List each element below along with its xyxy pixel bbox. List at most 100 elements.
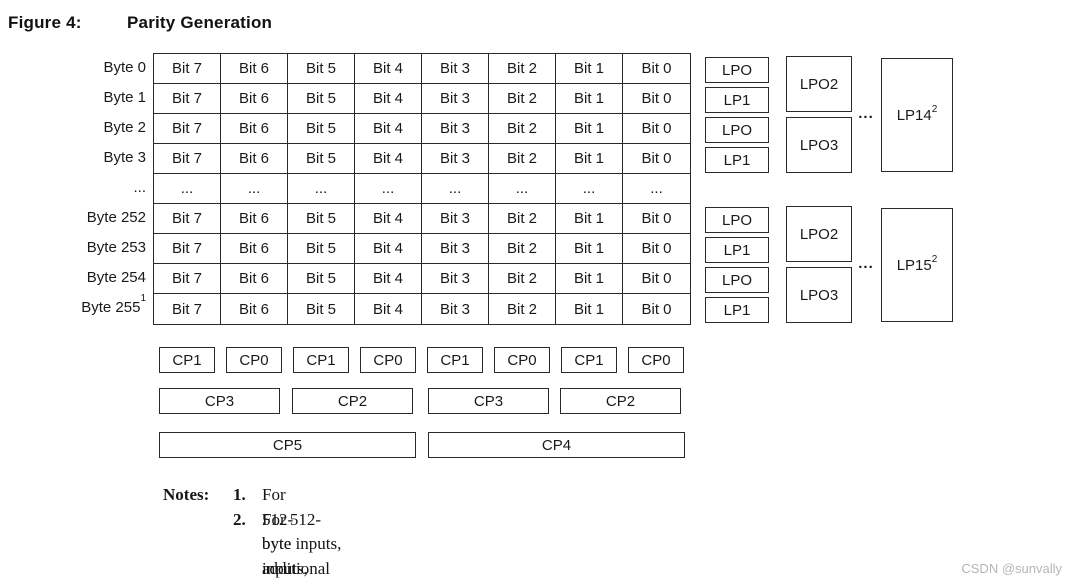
bit-cell: Bit 7 — [154, 294, 221, 324]
bit-cell: Bit 7 — [154, 204, 221, 234]
bit-cell: ... — [221, 174, 288, 204]
note-line: For 512-byte inputs, the highest byte nu… — [262, 485, 308, 586]
byte-row-label: Byte 253 — [86, 239, 146, 256]
bit-cell: Bit 6 — [221, 114, 288, 144]
bit-cell: Bit 0 — [623, 144, 690, 174]
bit-cell: Bit 2 — [489, 54, 556, 84]
bit-cell: ... — [422, 174, 489, 204]
cp-box: CP4 — [428, 432, 685, 458]
bit-cell: Bit 5 — [288, 264, 355, 294]
bit-cell: Bit 6 — [221, 234, 288, 264]
bit-cell: Bit 5 — [288, 54, 355, 84]
bit-cell: Bit 1 — [556, 84, 623, 114]
byte-row-label: Byte 2551 — [81, 293, 146, 317]
byte-row-label: Byte 254 — [86, 269, 146, 286]
cp-box: CP2 — [560, 388, 681, 414]
cp-box: CP1 — [427, 347, 483, 373]
note-item: 1. For 512-byte inputs, the highest byte … — [233, 483, 314, 586]
lp-box: LPO — [705, 57, 769, 83]
bit-cell: ... — [623, 174, 690, 204]
bit-cell: Bit 2 — [489, 264, 556, 294]
bit-cell: Bit 4 — [355, 204, 422, 234]
bit-cell: Bit 4 — [355, 294, 422, 324]
bit-cell: Bit 6 — [221, 204, 288, 234]
ellipsis-dots: ... — [858, 254, 874, 272]
bit-cell: Bit 5 — [288, 204, 355, 234]
lp-pair-box: LPO2 — [786, 206, 852, 262]
bit-cell: Bit 4 — [355, 264, 422, 294]
bit-cell: Bit 3 — [422, 84, 489, 114]
byte-row-label: Byte 2 — [103, 119, 146, 136]
cp-box: CP5 — [159, 432, 416, 458]
bit-cell: Bit 7 — [154, 54, 221, 84]
lp-box: LPO — [705, 117, 769, 143]
bit-cell: ... — [489, 174, 556, 204]
bit-cell: Bit 3 — [422, 234, 489, 264]
lp-box: LP1 — [705, 147, 769, 173]
bit-cell: Bit 3 — [422, 144, 489, 174]
cp-box: CP1 — [293, 347, 349, 373]
bit-cell: Bit 3 — [422, 114, 489, 144]
bit-cell: Bit 6 — [221, 264, 288, 294]
bit-cell: Bit 5 — [288, 114, 355, 144]
lp-box: LP1 — [705, 87, 769, 113]
bit-cell: Bit 2 — [489, 234, 556, 264]
bit-cell: Bit 2 — [489, 114, 556, 144]
bit-cell: Bit 4 — [355, 144, 422, 174]
bit-cell: Bit 3 — [422, 54, 489, 84]
bit-cell: Bit 5 — [288, 84, 355, 114]
bit-cell: Bit 0 — [623, 54, 690, 84]
figure-label: Figure 4: — [8, 13, 82, 32]
bit-cell: Bit 4 — [355, 114, 422, 144]
bit-cell: ... — [556, 174, 623, 204]
bit-cell: Bit 4 — [355, 84, 422, 114]
cp-box: CP0 — [628, 347, 684, 373]
note-number: 2. — [233, 509, 246, 529]
bit-cell: Bit 5 — [288, 144, 355, 174]
bit-cell: Bit 5 — [288, 234, 355, 264]
bit-cell: Bit 3 — [422, 204, 489, 234]
figure-title: Parity Generation — [127, 13, 273, 32]
bit-cell: Bit 6 — [221, 144, 288, 174]
cp-box: CP3 — [159, 388, 280, 414]
bit-cell: Bit 3 — [422, 294, 489, 324]
byte-row-label: ... — [133, 179, 146, 196]
lp-box: LP1 — [705, 237, 769, 263]
bit-cell: Bit 3 — [422, 264, 489, 294]
cp-box: CP3 — [428, 388, 549, 414]
bit-cell: Bit 7 — [154, 144, 221, 174]
bit-cell: Bit 1 — [556, 204, 623, 234]
bit-cell: Bit 0 — [623, 84, 690, 114]
bit-cell: ... — [154, 174, 221, 204]
bit-cell: Bit 7 — [154, 264, 221, 294]
bit-cell: Bit 1 — [556, 144, 623, 174]
bit-cell: Bit 2 — [489, 144, 556, 174]
note-line: For 512-byte inputs, additional XOR oper… — [262, 509, 342, 586]
superscript: 1 — [140, 293, 146, 304]
bit-cell: Bit 7 — [154, 84, 221, 114]
byte-row-label: Byte 1 — [103, 89, 146, 106]
bit-cell: Bit 6 — [221, 54, 288, 84]
cp-box: CP0 — [360, 347, 416, 373]
lp-box: LP1 — [705, 297, 769, 323]
bit-cell: ... — [355, 174, 422, 204]
bit-cell: Bit 1 — [556, 234, 623, 264]
bit-cell: Bit 7 — [154, 234, 221, 264]
bit-cell: Bit 2 — [489, 204, 556, 234]
cp-box: CP0 — [226, 347, 282, 373]
ellipsis-dots: ... — [858, 104, 874, 122]
bit-cell: Bit 0 — [641, 300, 672, 318]
byte-row-label: Byte 3 — [103, 149, 146, 166]
lp-box: LPO — [705, 267, 769, 293]
bit-cell: Bit 1 — [556, 294, 623, 324]
watermark: CSDN @sunvally — [961, 561, 1062, 576]
cp-box: CP1 — [561, 347, 617, 373]
note-text: For 512-byte inputs, additional XOR oper… — [262, 508, 347, 586]
bit-cell: Bit 1 — [556, 264, 623, 294]
note-number: 1. — [233, 485, 246, 504]
byte-row-label: Byte 252 — [86, 209, 146, 226]
